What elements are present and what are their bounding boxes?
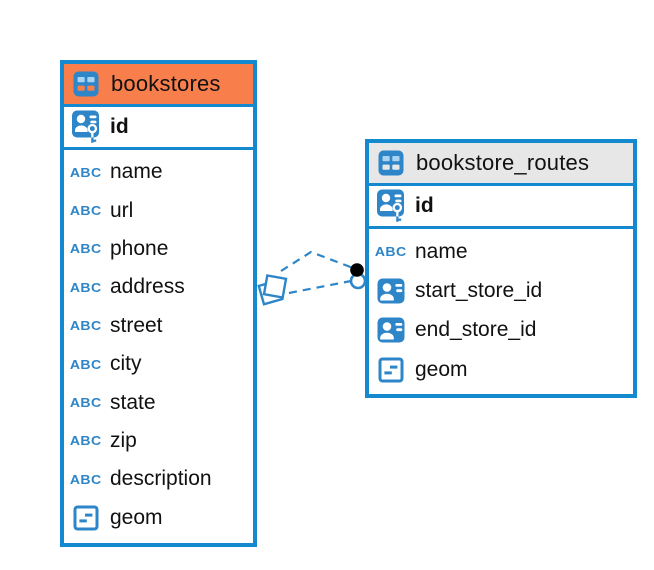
row-description[interactable]: ABC description: [64, 460, 253, 498]
table-bookstore-routes[interactable]: bookstore_routes id ABC: [365, 139, 637, 398]
row-address[interactable]: ABC address: [64, 268, 253, 306]
diamond-marker: [257, 274, 288, 306]
row-geom[interactable]: geom: [369, 350, 633, 389]
foreign-key-icon: [374, 278, 407, 304]
text-type-icon: ABC: [69, 356, 102, 372]
column-name: end_store_id: [415, 318, 537, 342]
text-type-icon: ABC: [69, 318, 102, 334]
text-type-icon: ABC: [69, 433, 102, 449]
column-name: zip: [110, 428, 137, 452]
column-name: geom: [110, 505, 163, 529]
column-name: id: [110, 115, 129, 138]
table-header[interactable]: bookstore_routes: [369, 143, 633, 186]
row-geom[interactable]: geom: [64, 499, 253, 537]
column-name: phone: [110, 236, 169, 260]
column-name: state: [110, 390, 156, 414]
row-phone[interactable]: ABC phone: [64, 230, 253, 268]
column-name: name: [415, 239, 468, 263]
relationship-line-end-store: [280, 250, 354, 272]
row-city[interactable]: ABC city: [64, 345, 253, 383]
column-name: start_store_id: [415, 279, 543, 303]
column-name: url: [110, 198, 134, 222]
geometry-type-icon: [374, 357, 407, 383]
row-state[interactable]: ABC state: [64, 383, 253, 421]
text-type-icon: ABC: [374, 244, 407, 260]
column-name: address: [110, 275, 185, 299]
column-name: name: [110, 160, 163, 184]
primary-key-icon: [374, 189, 407, 223]
table-bookstores[interactable]: bookstores id ABC: [60, 60, 257, 547]
row-zip[interactable]: ABC zip: [64, 422, 253, 460]
relationship-line-start-store: [288, 279, 352, 295]
row-name[interactable]: ABC name: [369, 232, 633, 271]
primary-key-icon: [69, 110, 102, 144]
column-name: street: [110, 313, 163, 337]
text-type-icon: ABC: [69, 203, 102, 219]
dot-marker: [349, 263, 367, 290]
text-type-icon: ABC: [69, 241, 102, 257]
row-street[interactable]: ABC street: [64, 307, 253, 345]
foreign-key-icon: [374, 317, 407, 343]
text-type-icon: ABC: [69, 395, 102, 411]
column-name: description: [110, 467, 212, 491]
row-url[interactable]: ABC url: [64, 191, 253, 229]
column-name: city: [110, 352, 142, 376]
text-type-icon: ABC: [69, 279, 102, 295]
text-type-icon: ABC: [69, 471, 102, 487]
row-start-store-id[interactable]: start_store_id: [369, 271, 633, 310]
row-id[interactable]: id: [369, 186, 633, 229]
text-type-icon: ABC: [69, 164, 102, 180]
column-name: geom: [415, 357, 468, 381]
geometry-type-icon: [69, 505, 102, 531]
table-title: bookstore_routes: [416, 150, 590, 175]
table-title: bookstores: [111, 71, 221, 96]
table-icon: [69, 71, 102, 97]
row-name[interactable]: ABC name: [64, 153, 253, 191]
table-icon: [374, 150, 407, 176]
column-name: id: [415, 194, 434, 217]
table-header[interactable]: bookstores: [64, 64, 253, 107]
row-end-store-id[interactable]: end_store_id: [369, 311, 633, 350]
row-id[interactable]: id: [64, 107, 253, 150]
